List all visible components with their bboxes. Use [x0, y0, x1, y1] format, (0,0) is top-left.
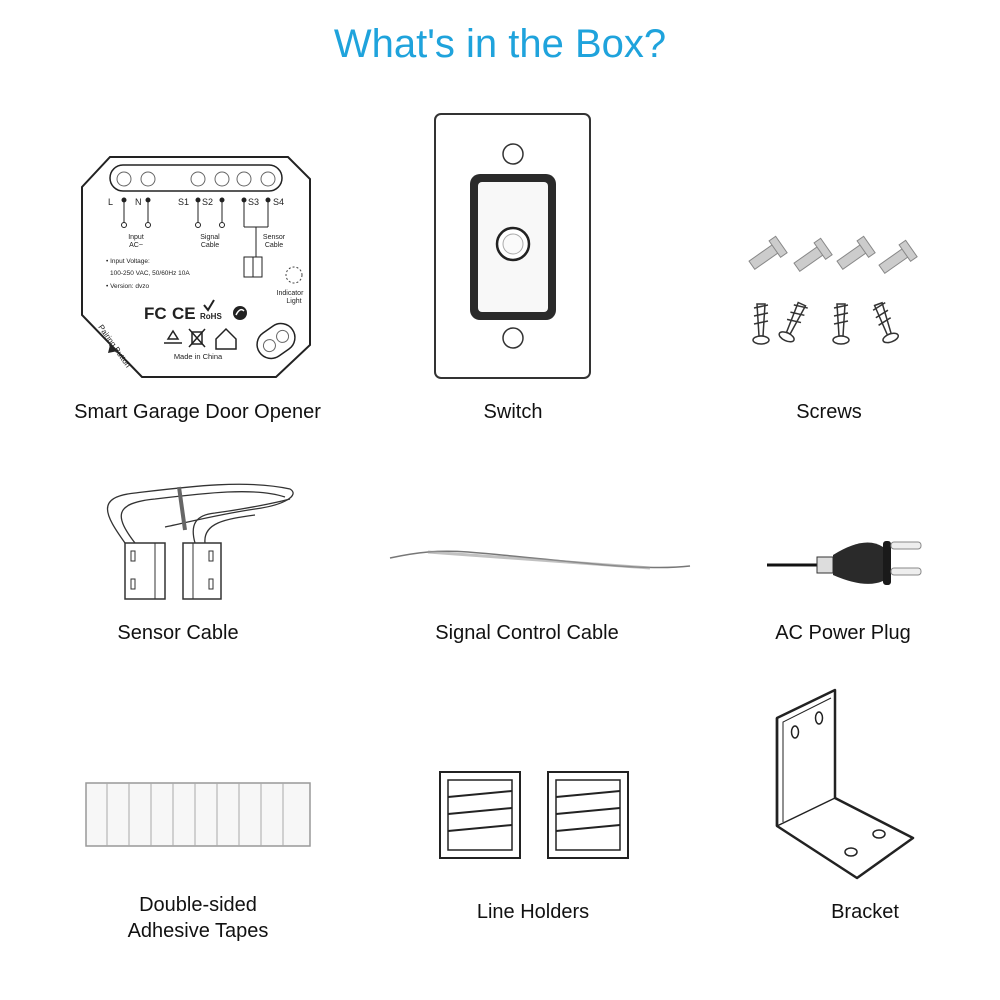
adhesive-tape-icon: [85, 782, 311, 847]
item-label-smart-garage-door-opener: Smart Garage Door Opener: [74, 401, 321, 423]
fcc-mark: FC: [144, 304, 167, 323]
terminal-s2: S2: [202, 197, 213, 207]
rohs-mark: RoHS: [200, 312, 222, 321]
line-holder-icon: [439, 771, 629, 859]
item-label-ac-power-plug: AC Power Plug: [775, 622, 911, 644]
item-label-line-holders: Line Holders: [476, 901, 590, 923]
sensor-label-2: Cable: [265, 242, 283, 249]
signal-label-1: Signal: [200, 234, 220, 241]
bracket-icon: [775, 688, 915, 880]
signal-label-2: Cable: [201, 242, 219, 249]
page-title: What's in the Box?: [333, 22, 667, 66]
terminal-s3: S3: [248, 197, 259, 207]
spec-voltage-value: 100-250 VAC, 50/60Hz 10A: [110, 270, 190, 277]
garage-door-opener-module-icon: L N S1 S2 S3 S4 Input AC~ Signal Cable S…: [81, 156, 311, 378]
ce-mark: CE: [172, 304, 196, 323]
indicator-label-1: Indicator: [277, 290, 305, 297]
item-label-adhesive-tapes-line1: Double-sided: [139, 894, 257, 916]
spec-voltage-label: • Input Voltage:: [106, 258, 150, 265]
input-label-2: AC~: [129, 242, 143, 249]
terminal-l: L: [108, 197, 113, 207]
sensor-cable-icon: [106, 483, 294, 600]
item-label-bracket: Bracket: [831, 901, 899, 923]
item-label-signal-control-cable: Signal Control Cable: [435, 622, 619, 644]
terminal-n: N: [135, 197, 142, 207]
item-label-switch: Switch: [483, 401, 543, 423]
indicator-label-2: Light: [286, 298, 301, 305]
terminal-s4: S4: [273, 197, 284, 207]
spec-version: • Version: dvzo: [106, 283, 149, 290]
made-in-label: Made in China: [174, 352, 223, 361]
item-label-sensor-cable: Sensor Cable: [117, 622, 239, 644]
item-label-screws: Screws: [796, 401, 862, 423]
screws-icon: [748, 235, 918, 345]
terminal-s1: S1: [178, 197, 189, 207]
ac-power-plug-icon: [767, 541, 922, 585]
input-label-1: Input: [128, 234, 144, 241]
sensor-label-1: Sensor: [263, 234, 286, 241]
signal-cable-icon: [389, 550, 691, 570]
item-label-adhesive-tapes-line2: Adhesive Tapes: [127, 920, 269, 942]
item-label-adhesive-tapes: Double-sided Adhesive Tapes: [88, 892, 308, 944]
wall-switch-icon: [434, 113, 591, 379]
